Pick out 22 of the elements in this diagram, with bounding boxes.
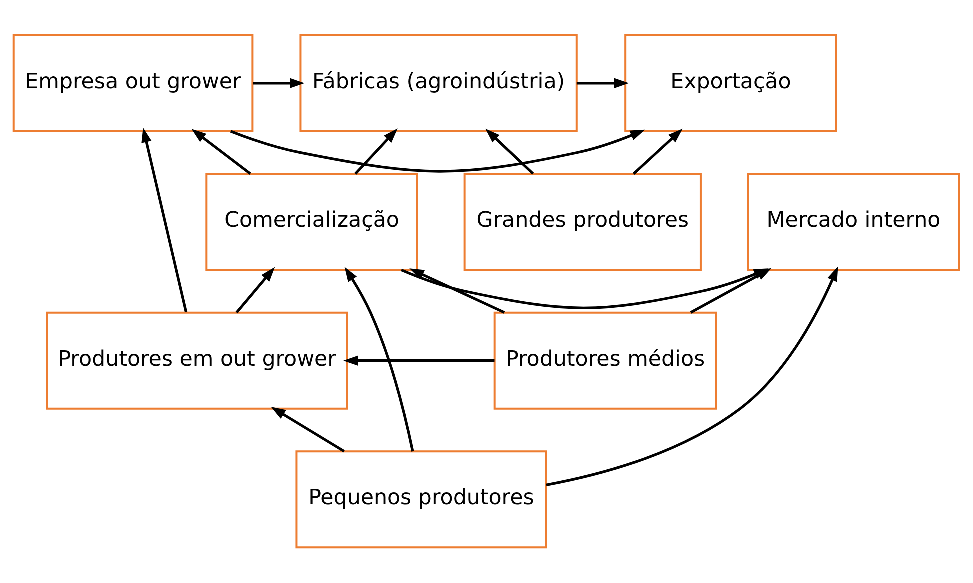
node-box: Empresa out grower: [12, 34, 254, 132]
node-box: Mercado interno: [747, 173, 960, 272]
node-box: Produtores em out grower: [46, 312, 348, 410]
arrow: [271, 407, 345, 453]
arrow: [576, 78, 630, 89]
node-box: Exportação: [624, 34, 838, 132]
arrow: [354, 128, 398, 175]
arrow: [253, 78, 305, 89]
node-box: Pequenos produtores: [296, 450, 548, 549]
arrow: [632, 128, 683, 175]
arrow: [236, 267, 276, 314]
arrow: [344, 356, 495, 366]
arrow: [142, 128, 188, 313]
node-box: Grandes produtores: [464, 173, 702, 272]
arrow: [344, 267, 414, 452]
node-box: Fábricas (agroindústria): [300, 34, 578, 132]
arrow: [486, 128, 534, 175]
node-box: Produtores médios: [494, 312, 718, 410]
arrow: [192, 129, 252, 176]
arrow: [410, 268, 506, 314]
node-box: Comercialização: [206, 173, 418, 272]
arrow: [230, 130, 646, 173]
